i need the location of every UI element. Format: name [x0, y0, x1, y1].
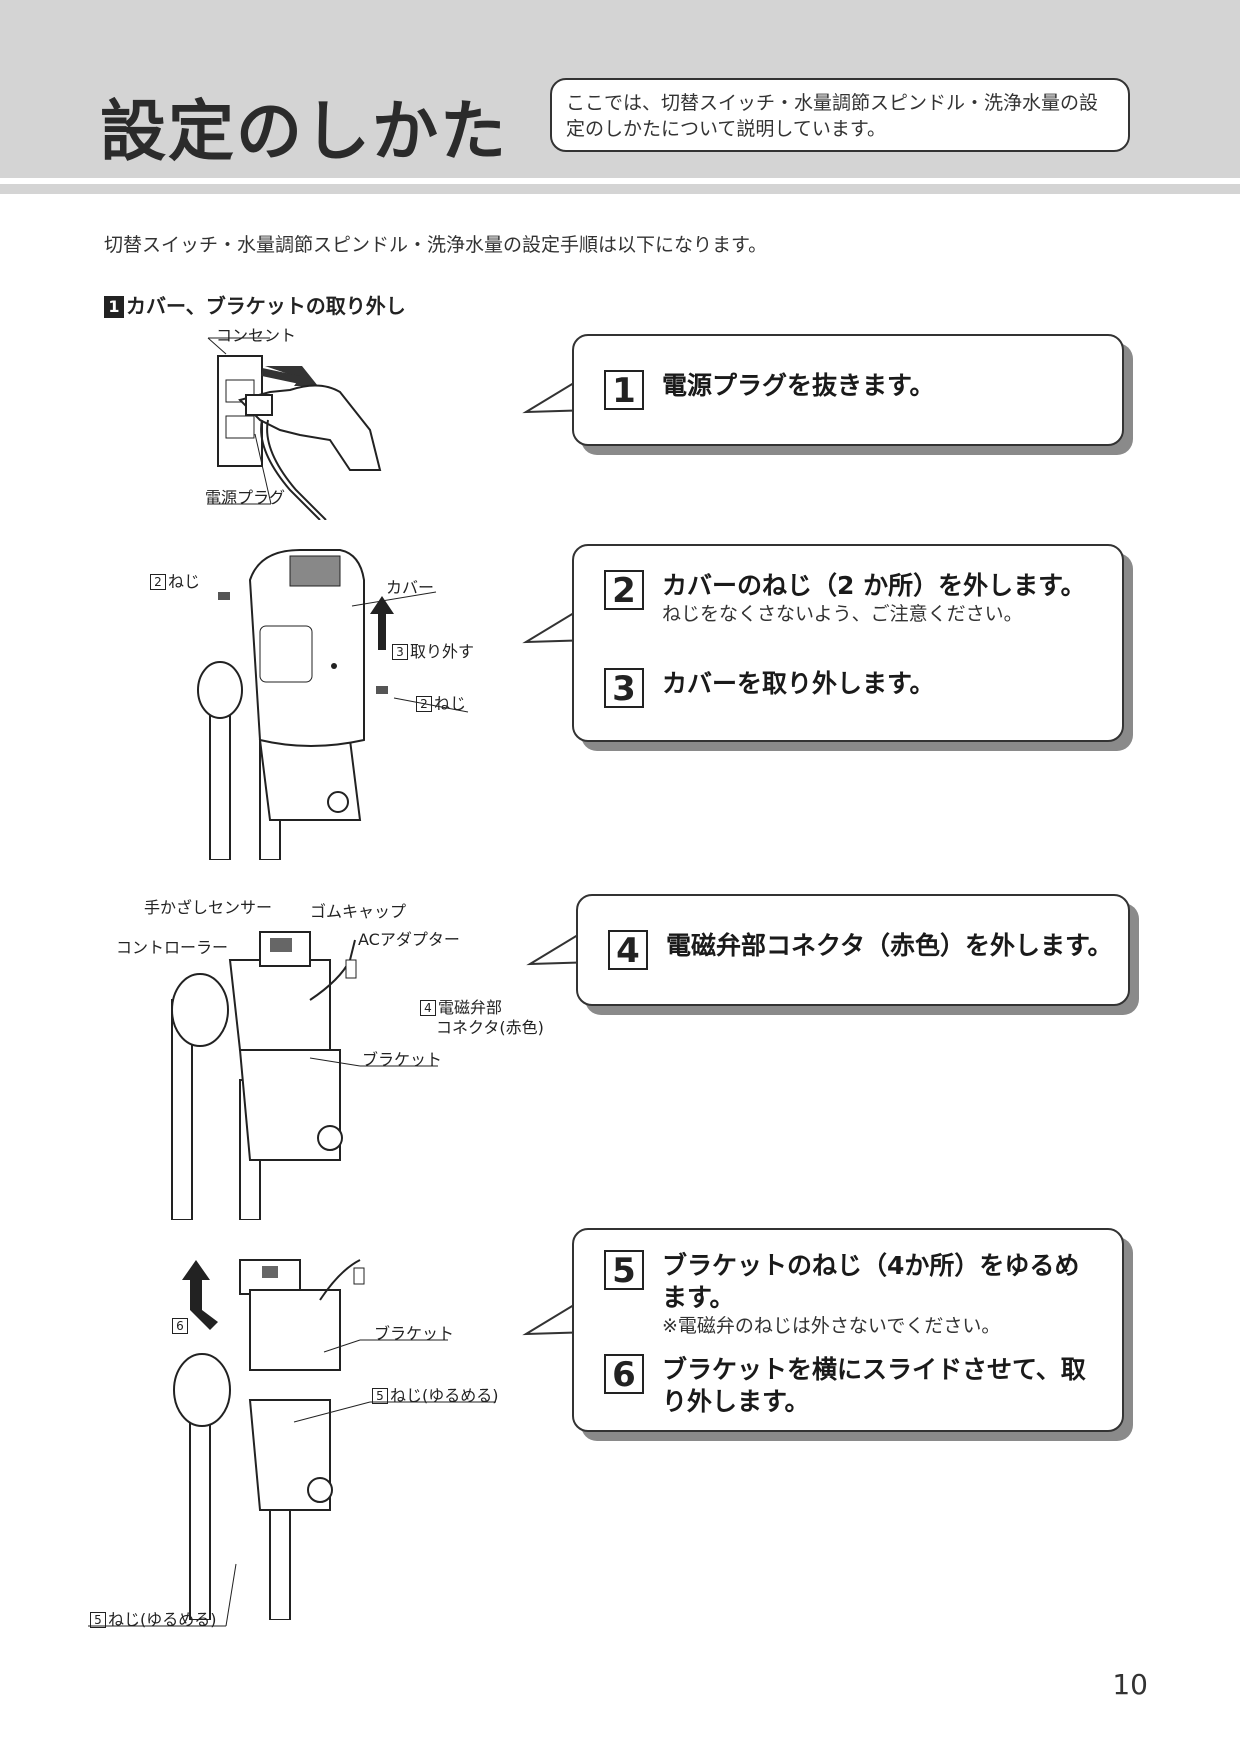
tag-5: 5 [372, 1388, 388, 1404]
step-callout-5-6: 5 ブラケットのねじ（4か所）をゆるめます。 ※電磁弁のねじは外さないでください… [572, 1228, 1124, 1432]
label-rubber-cap: ゴムキャップ [310, 902, 407, 921]
tag-2: 2 [150, 574, 166, 590]
bracket-slide-illustration [173, 1259, 365, 1620]
step-callout-4: 4 電磁弁部コネクタ（赤色）を外します。 [576, 894, 1130, 1006]
label-power-plug: 電源プラグ [205, 488, 286, 507]
step-note: ※電磁弁のねじは外さないでください。 [662, 1315, 1001, 1337]
leader-power-plug [207, 433, 272, 505]
tag-5: 5 [90, 1612, 106, 1628]
page-title: 設定のしかた [100, 93, 508, 170]
tag-3: 3 [392, 644, 408, 660]
section-title: カバー、ブラケットの取り外し [126, 294, 406, 318]
page-number: 10 [1112, 1668, 1148, 1701]
leader-outlet [207, 337, 270, 355]
step-number: 1 [604, 370, 644, 410]
step-note: ねじをなくさないよう、ご注意ください。 [662, 603, 1023, 625]
step-number: 4 [608, 930, 648, 970]
outlet-plug-illustration [217, 355, 382, 520]
label-slide: 6 [172, 1316, 190, 1335]
tag-4: 4 [420, 1000, 436, 1016]
intro-box: ここでは、切替スイッチ・水量調節スピンドル・洗浄水量の設定のしかたについて説明し… [550, 78, 1130, 152]
leader-screw-2 [393, 697, 469, 713]
section-number: 1 [104, 296, 124, 318]
label-bracket-2: ブラケット [374, 1324, 455, 1343]
lead-text: 切替スイッチ・水量調節スピンドル・洗浄水量の設定手順は以下になります。 [104, 234, 768, 256]
leader-screw-loosen [293, 1401, 496, 1423]
connector-illustration [171, 931, 357, 1220]
label-sensor: 手かざしセンサー [144, 898, 273, 917]
step-callout-1: 1 電源プラグを抜きます。 [572, 334, 1124, 446]
label-controller: コントローラー [116, 938, 229, 957]
step-text: カバーを取り外します。 [662, 669, 935, 698]
step-text: ブラケットのねじ（4か所）をゆるめます。 [662, 1251, 1080, 1312]
label-ac-adapter: ACアダプター [358, 930, 460, 949]
leader-screw-loosen-2 [88, 1563, 237, 1627]
label-cover: カバー [386, 578, 435, 597]
label-outlet: コンセント [216, 326, 297, 345]
step-number: 5 [604, 1250, 644, 1290]
step-text: ブラケットを横にスライドさせて、取り外します。 [662, 1355, 1086, 1416]
step-number: 3 [604, 668, 644, 708]
step-text: 電源プラグを抜きます。 [662, 371, 935, 400]
leader-bracket-2 [323, 1339, 448, 1353]
step-callout-2-3: 2 カバーのねじ（2 か所）を外します。 ねじをなくさないよう、ご注意ください。… [572, 544, 1124, 742]
step-text: カバーのねじ（2 か所）を外します。 [662, 571, 1086, 600]
leader-cover [351, 591, 437, 607]
label-connector-2: コネクタ(赤色) [436, 1018, 544, 1037]
header-divider [0, 178, 1240, 184]
label-bracket: ブラケット [362, 1050, 443, 1069]
header-divider-band [0, 184, 1240, 194]
step-text: 電磁弁部コネクタ（赤色）を外します。 [666, 931, 1113, 960]
tag-6: 6 [172, 1318, 188, 1334]
leader-bracket [309, 1057, 438, 1067]
cover-removal-illustration [197, 549, 394, 860]
step-number: 6 [604, 1354, 644, 1394]
step-number: 2 [604, 570, 644, 610]
